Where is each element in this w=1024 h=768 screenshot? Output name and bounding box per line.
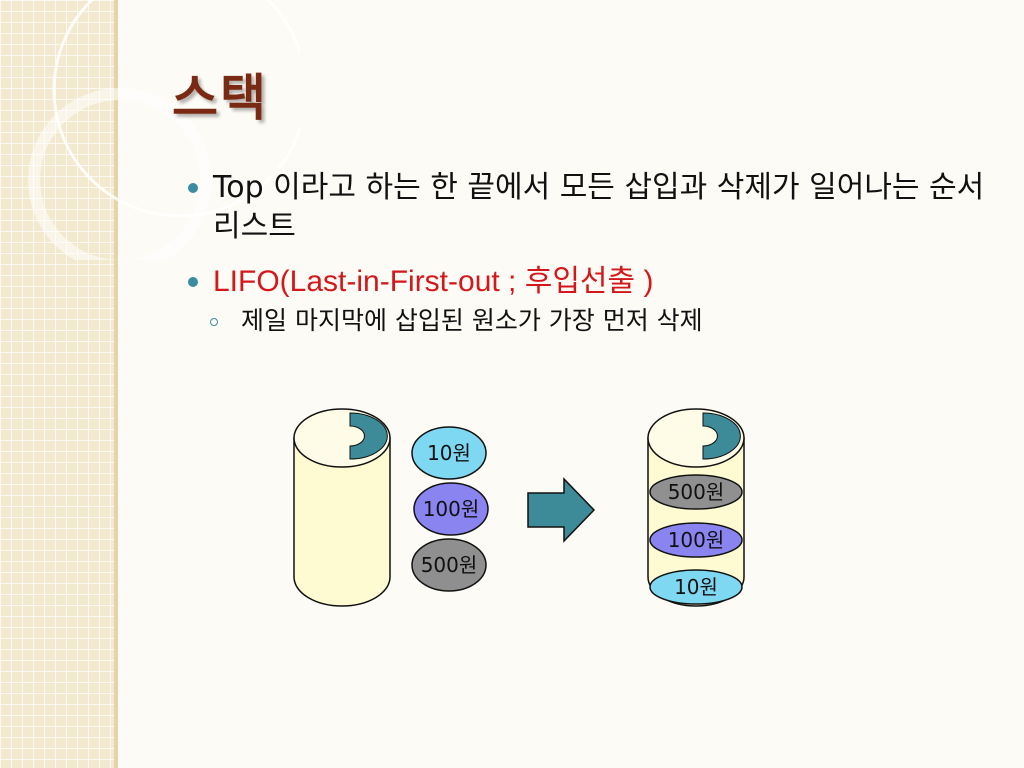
bullet-list: Top 이라고 하는 한 끝에서 모든 삽입과 삭제가 일어나는 순서 리스트 … bbox=[186, 168, 1001, 337]
item-10-won-label: 10원 bbox=[427, 441, 471, 465]
item-10-won-shape bbox=[411, 426, 487, 480]
stacked-item-500-won: 500원 bbox=[649, 474, 743, 510]
side-panel-edge bbox=[114, 0, 118, 768]
sub-bullet-ring bbox=[210, 318, 218, 326]
sub-bullet-text: 제일 마지막에 삽입된 원소가 가장 먼저 삭제 bbox=[241, 306, 703, 335]
empty-cylinder-body bbox=[293, 437, 391, 607]
push-arrow-icon bbox=[527, 477, 596, 543]
stacked-item-500-won-label: 500원 bbox=[668, 480, 725, 504]
top-marker-icon bbox=[349, 412, 388, 460]
bullet-text-korean: 후입선출 bbox=[524, 264, 636, 299]
item-500-won-label: 500원 bbox=[421, 553, 478, 577]
top-marker-icon bbox=[702, 412, 741, 460]
bullet-dot bbox=[188, 277, 198, 287]
item-100-won: 100원 bbox=[413, 482, 489, 536]
bullet-text-suffix: ) bbox=[635, 265, 654, 298]
bullet-text: Top 이라고 하는 한 끝에서 모든 삽입과 삭제가 일어나는 순서 리스트 bbox=[213, 170, 985, 244]
bullet-item-top: Top 이라고 하는 한 끝에서 모든 삽입과 삭제가 일어나는 순서 리스트 bbox=[186, 168, 1001, 246]
item-500-won-shape bbox=[411, 538, 487, 592]
stacked-item-10-won: 10원 bbox=[649, 569, 743, 605]
bullet-text-prefix: LIFO(Last-in-First-out ; bbox=[213, 265, 525, 298]
filled-stack-cylinder: 500원 100원 10원 bbox=[647, 408, 745, 607]
stacked-item-10-won-shape bbox=[649, 569, 743, 605]
item-10-won: 10원 bbox=[411, 426, 487, 480]
stacked-item-100-won: 100원 bbox=[649, 522, 743, 558]
item-100-won-label: 100원 bbox=[423, 497, 480, 521]
bullet-dot bbox=[188, 183, 198, 193]
item-100-won-shape bbox=[413, 482, 489, 536]
item-500-won: 500원 bbox=[411, 538, 487, 592]
sub-bullet-item: 제일 마지막에 삽입된 원소가 가장 먼저 삭제 bbox=[186, 305, 1001, 337]
stacked-item-100-won-label: 100원 bbox=[668, 528, 725, 552]
stacked-item-500-won-shape bbox=[649, 474, 743, 510]
empty-stack-cylinder bbox=[293, 408, 391, 607]
slide-title: 스택 bbox=[172, 69, 268, 127]
stacked-item-10-won-label: 10원 bbox=[674, 575, 718, 599]
bullet-item-lifo: LIFO(Last-in-First-out ; 후입선출 ) bbox=[186, 262, 1001, 301]
decorative-rings bbox=[28, 0, 300, 260]
stacked-item-100-won-shape bbox=[649, 522, 743, 558]
decorative-ring-large bbox=[52, 0, 300, 218]
decorative-ring-small bbox=[28, 88, 212, 260]
